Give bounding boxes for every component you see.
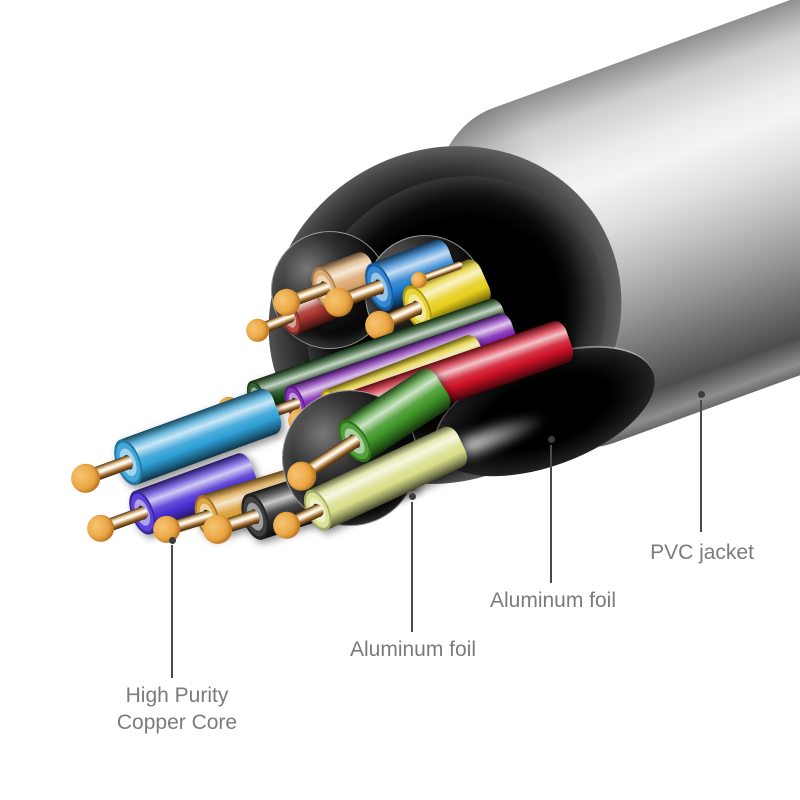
callout-dot [548, 436, 555, 443]
callout-line [411, 502, 413, 632]
callout-line [700, 400, 702, 532]
callout-dot [169, 537, 176, 544]
label-high-purity-copper-core: High Purity Copper Core [116, 684, 238, 735]
callout-line [171, 545, 173, 678]
callout-line [550, 445, 552, 583]
callout-dot [698, 391, 705, 398]
callout-dot [409, 493, 416, 500]
label-aluminum-foil-pair: Aluminum foil [349, 638, 477, 661]
label-aluminum-foil-shield: Aluminum foil [489, 589, 617, 612]
label-pvc-jacket: PVC jacket [650, 541, 754, 564]
